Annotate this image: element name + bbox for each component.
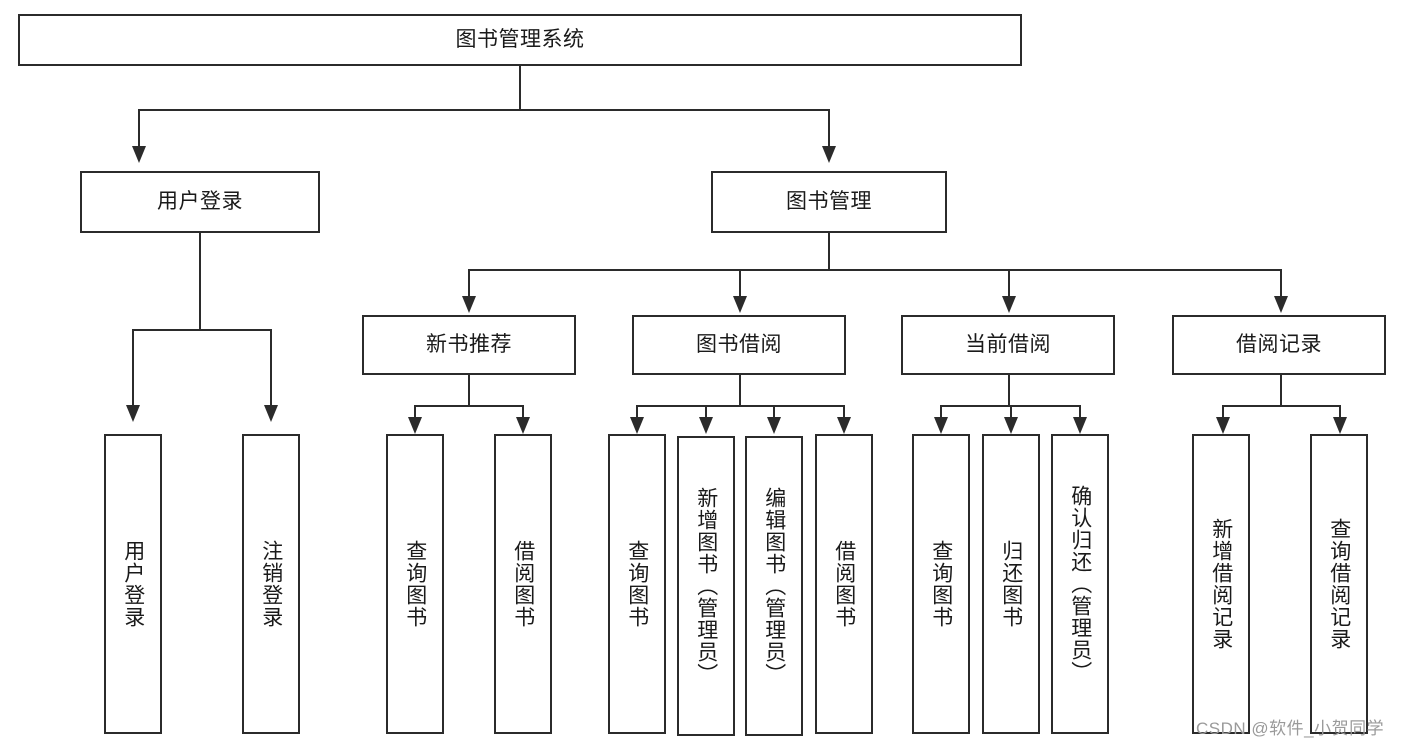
edge-user-login-to-leaf-0	[132, 329, 134, 405]
arrowhead-book-mgmt-to-l3-1	[733, 296, 747, 313]
leaf-book-borrow-2-label: 编辑图书（管理员）	[762, 487, 786, 685]
edge-bb-to-leaf-3	[843, 405, 845, 417]
edge-book-mgmt-to-l3-3	[1280, 269, 1282, 296]
arrowhead-root-to-user-login	[132, 146, 146, 163]
node-book-borrow-label: 图书借阅	[696, 332, 782, 356]
leaf-borrow-record-1[interactable]: 查询借阅记录	[1310, 434, 1368, 734]
leaf-current-borrow-2-label: 确认归还（管理员）	[1068, 485, 1092, 683]
edge-new-book-recommend-stem	[468, 375, 470, 405]
leaf-new-book-recommend-1-label: 借阅图书	[511, 540, 535, 628]
edge-book-borrow-stem	[739, 375, 741, 405]
node-book-borrow[interactable]: 图书借阅	[632, 315, 846, 375]
leaf-borrow-record-1-label: 查询借阅记录	[1327, 518, 1351, 650]
edge-root-to-book-mgmt	[828, 109, 830, 146]
node-book-management-label: 图书管理	[786, 189, 872, 213]
node-current-borrow[interactable]: 当前借阅	[901, 315, 1115, 375]
leaf-book-borrow-0-label: 查询图书	[625, 540, 649, 628]
edge-cb-to-leaf-1	[1010, 405, 1012, 417]
edge-root-bus	[138, 109, 830, 111]
arrowhead-br-to-leaf-1	[1333, 417, 1347, 434]
leaf-book-borrow-3-label: 借阅图书	[832, 540, 856, 628]
arrowhead-root-to-book-mgmt	[822, 146, 836, 163]
edge-bb-to-leaf-2	[773, 405, 775, 417]
arrowhead-nbr-to-leaf-0	[408, 417, 422, 434]
arrowhead-book-mgmt-to-l3-2	[1002, 296, 1016, 313]
leaf-new-book-recommend-1[interactable]: 借阅图书	[494, 434, 552, 734]
arrowhead-nbr-to-leaf-1	[516, 417, 530, 434]
node-current-borrow-label: 当前借阅	[965, 332, 1051, 356]
edge-book-mgmt-bus	[468, 269, 1280, 271]
arrowhead-cb-to-leaf-2	[1073, 417, 1087, 434]
edge-book-mgmt-to-l3-2	[1008, 269, 1010, 296]
node-user-login[interactable]: 用户登录	[80, 171, 320, 233]
leaf-book-borrow-1-label: 新增图书（管理员）	[694, 487, 718, 685]
leaf-user-login-0-label: 用户登录	[121, 540, 145, 628]
arrowhead-user-login-to-leaf-0	[126, 405, 140, 422]
arrowhead-user-login-to-leaf-1	[264, 405, 278, 422]
edge-borrow-record-bus	[1222, 405, 1341, 407]
arrowhead-bb-to-leaf-1	[699, 417, 713, 434]
arrowhead-bb-to-leaf-0	[630, 417, 644, 434]
edge-user-login-stem	[199, 233, 201, 329]
node-borrow-record-label: 借阅记录	[1236, 332, 1322, 356]
node-user-login-label: 用户登录	[157, 189, 243, 213]
leaf-current-borrow-1-label: 归还图书	[999, 540, 1023, 628]
edge-new-book-recommend-bus	[414, 405, 524, 407]
arrowhead-book-mgmt-to-l3-0	[462, 296, 476, 313]
leaf-book-borrow-2[interactable]: 编辑图书（管理员）	[745, 436, 803, 736]
leaf-new-book-recommend-0-label: 查询图书	[403, 540, 427, 628]
edge-nbr-to-leaf-1	[522, 405, 524, 417]
edge-user-login-bus	[132, 329, 270, 331]
leaf-book-borrow-1[interactable]: 新增图书（管理员）	[677, 436, 735, 736]
leaf-user-login-1[interactable]: 注销登录	[242, 434, 300, 734]
leaf-user-login-0[interactable]: 用户登录	[104, 434, 162, 734]
edge-root-stem	[519, 66, 521, 109]
edge-book-mgmt-to-l3-1	[739, 269, 741, 296]
arrowhead-book-mgmt-to-l3-3	[1274, 296, 1288, 313]
edge-book-mgmt-stem	[828, 233, 830, 269]
edge-nbr-to-leaf-0	[414, 405, 416, 417]
edge-book-mgmt-to-l3-0	[468, 269, 470, 296]
node-root[interactable]: 图书管理系统	[18, 14, 1022, 66]
edge-bb-to-leaf-0	[636, 405, 638, 417]
leaf-book-borrow-3[interactable]: 借阅图书	[815, 434, 873, 734]
arrowhead-cb-to-leaf-0	[934, 417, 948, 434]
leaf-current-borrow-2[interactable]: 确认归还（管理员）	[1051, 434, 1109, 734]
arrowhead-bb-to-leaf-2	[767, 417, 781, 434]
edge-cb-to-leaf-2	[1079, 405, 1081, 417]
edge-current-borrow-stem	[1008, 375, 1010, 405]
watermark-text: CSDN @软件_小贺同学	[1196, 719, 1385, 738]
edge-root-to-user-login	[138, 109, 140, 146]
arrowhead-cb-to-leaf-1	[1004, 417, 1018, 434]
leaf-current-borrow-0[interactable]: 查询图书	[912, 434, 970, 734]
node-borrow-record[interactable]: 借阅记录	[1172, 315, 1386, 375]
leaf-current-borrow-1[interactable]: 归还图书	[982, 434, 1040, 734]
leaf-user-login-1-label: 注销登录	[259, 540, 283, 628]
arrowhead-bb-to-leaf-3	[837, 417, 851, 434]
edge-cb-to-leaf-0	[940, 405, 942, 417]
leaf-new-book-recommend-0[interactable]: 查询图书	[386, 434, 444, 734]
edge-br-to-leaf-0	[1222, 405, 1224, 417]
node-root-label: 图书管理系统	[455, 27, 585, 51]
edge-book-borrow-bus	[636, 405, 845, 407]
node-new-book-recommend-label: 新书推荐	[426, 332, 512, 356]
arrowhead-br-to-leaf-0	[1216, 417, 1230, 434]
node-book-management[interactable]: 图书管理	[711, 171, 947, 233]
edge-borrow-record-stem	[1280, 375, 1282, 405]
edge-br-to-leaf-1	[1339, 405, 1341, 417]
leaf-borrow-record-0-label: 新增借阅记录	[1209, 518, 1233, 650]
leaf-current-borrow-0-label: 查询图书	[929, 540, 953, 628]
edge-bb-to-leaf-1	[705, 405, 707, 417]
edge-user-login-to-leaf-1	[270, 329, 272, 405]
node-new-book-recommend[interactable]: 新书推荐	[362, 315, 576, 375]
leaf-borrow-record-0[interactable]: 新增借阅记录	[1192, 434, 1250, 734]
leaf-book-borrow-0[interactable]: 查询图书	[608, 434, 666, 734]
